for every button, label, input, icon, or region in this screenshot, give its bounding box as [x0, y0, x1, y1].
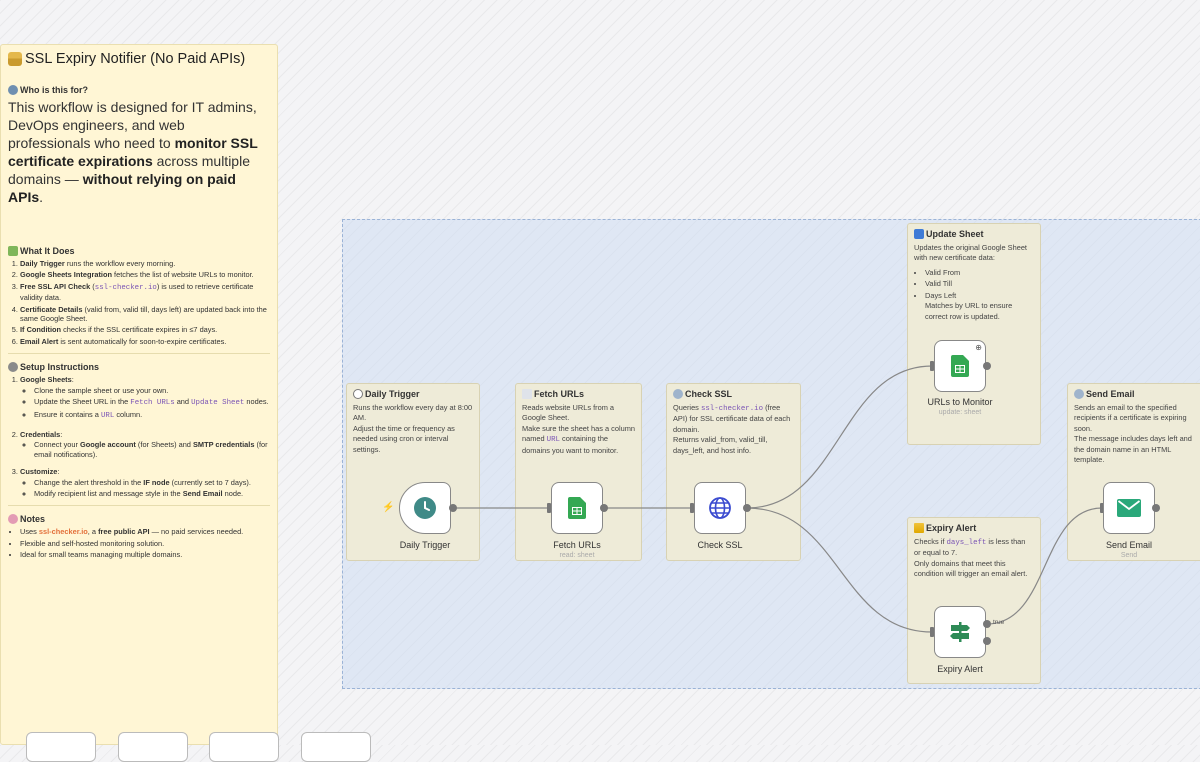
user-icon [8, 85, 18, 95]
ssl-checker-link[interactable]: ssl-checker.io [38, 527, 88, 537]
setup-item: Credentials: Connect your Google account… [20, 430, 270, 459]
note-text: Sends an email to the specified recipien… [1074, 402, 1192, 465]
send-email-node[interactable] [1103, 482, 1155, 534]
divider [8, 505, 270, 507]
main-note-title: SSL Expiry Notifier (No Paid APIs) [8, 51, 270, 67]
send-email-input-port[interactable] [1100, 503, 1104, 513]
urls-to-monitor-label: URLs to Monitor [927, 397, 993, 407]
brain-icon [8, 514, 18, 525]
check-ssl-node[interactable] [694, 482, 746, 534]
setup-subitem: Modify recipient list and message style … [34, 489, 270, 498]
magnifier-icon [673, 389, 683, 400]
what-item: If Condition checks if the SSL certifica… [20, 325, 270, 334]
note-text: Runs the workflow every day at 8:00 AM. … [353, 402, 473, 454]
what-item: Google Sheets Integration fetches the li… [20, 270, 270, 279]
note-check-ssl[interactable]: Check SSL Queries ssl-checker.io (free A… [666, 383, 801, 561]
urls-to-monitor-node[interactable]: ⊕ [934, 340, 986, 392]
intro-paragraph: This workflow is designed for IT admins,… [8, 99, 258, 205]
check-ssl-output-port[interactable] [743, 504, 751, 512]
clock-icon [353, 389, 363, 400]
note-list-item: Days Left [925, 291, 1034, 302]
globe-icon [709, 497, 731, 519]
setup-heading: Setup Instructions [8, 362, 270, 373]
setup-subitem: Clone the sample sheet or use your own. [34, 386, 270, 395]
clock-icon [414, 497, 436, 519]
note-text: Reads website URLs from a Google Sheet. … [522, 402, 635, 455]
fetch-urls-input-port[interactable] [547, 503, 551, 513]
notes-item: Uses ssl-checker.io, a free public API —… [20, 527, 270, 536]
true-branch-label: true [993, 619, 1005, 626]
main-sticky-note[interactable]: SSL Expiry Notifier (No Paid APIs) Who i… [0, 44, 278, 745]
note-fetch-urls[interactable]: Fetch URLs Reads website URLs from a Goo… [515, 383, 642, 561]
notes-item: Ideal for small teams managing multiple … [20, 550, 270, 559]
note-list: Valid From Valid Till Days Left [914, 268, 1034, 302]
what-list: Daily Trigger runs the workflow every mo… [8, 259, 270, 346]
page-icon [522, 389, 532, 400]
note-expiry-alert[interactable]: Expiry Alert Checks if days_left is less… [907, 517, 1041, 684]
daily-trigger-output-port[interactable] [449, 504, 457, 512]
target-icon: ⊕ [975, 343, 982, 352]
setup-item: Customize: Change the alert threshold in… [20, 467, 270, 498]
note-update-sheet[interactable]: Update Sheet Updates the original Google… [907, 223, 1041, 445]
expiry-alert-false-port[interactable] [983, 637, 991, 645]
toolbar-button-3[interactable] [209, 732, 279, 762]
toolbar-button-4[interactable] [301, 732, 371, 762]
email-icon [1074, 389, 1084, 400]
what-item: Certificate Details (valid from, valid t… [20, 305, 270, 324]
refresh-icon [914, 229, 924, 240]
notes-item: Flexible and self-hosted monitoring solu… [20, 539, 270, 548]
notes-heading: Notes [8, 514, 270, 525]
expiry-alert-label: Expiry Alert [937, 664, 983, 674]
what-item: Free SSL API Check (ssl-checker.io) is u… [20, 282, 270, 303]
signpost-icon [950, 622, 970, 642]
what-item: Email Alert is sent automatically for so… [20, 337, 270, 346]
fetch-urls-label: Fetch URLs [553, 540, 601, 550]
daily-trigger-label: Daily Trigger [399, 540, 451, 550]
expiry-alert-true-port[interactable] [983, 620, 991, 628]
setup-item: Google Sheets: Clone the sample sheet or… [20, 375, 270, 422]
divider [8, 353, 270, 355]
fetch-urls-output-port[interactable] [600, 504, 608, 512]
what-heading: What It Does [8, 246, 270, 256]
setup-subitem: Update the Sheet URL in the Fetch URLs a… [34, 397, 270, 408]
toolbar-button-2[interactable] [118, 732, 188, 762]
notes-list: Uses ssl-checker.io, a free public API —… [8, 527, 270, 559]
who-heading: Who is this for? [8, 85, 270, 95]
note-text: Matches by URL to ensure correct row is … [925, 301, 1013, 321]
expiry-alert-node[interactable] [934, 606, 986, 658]
note-list-item: Valid From [925, 268, 1034, 279]
lock-icon [8, 52, 22, 66]
setup-subitem: Connect your Google account (for Sheets)… [34, 440, 270, 459]
money-icon [8, 246, 18, 256]
note-send-email[interactable]: Send Email Sends an email to the specifi… [1067, 383, 1200, 561]
toolbar-button-1[interactable] [26, 732, 96, 762]
what-item: Daily Trigger runs the workflow every mo… [20, 259, 270, 268]
expiry-alert-input-port[interactable] [930, 627, 934, 637]
sheets-icon [568, 497, 586, 519]
setup-subitem: Change the alert threshold in the IF nod… [34, 478, 270, 487]
email-icon [1117, 499, 1141, 517]
daily-trigger-node[interactable] [399, 482, 451, 534]
sheets-icon [951, 355, 969, 377]
note-text: Queries ssl-checker.io (free API) for SS… [673, 402, 791, 455]
update-sheet-input-port[interactable] [930, 361, 934, 371]
send-email-label: Send Email [1105, 540, 1153, 550]
note-text: Checks if days_left is less than or equa… [914, 536, 1028, 579]
fetch-urls-node[interactable] [551, 482, 603, 534]
send-email-output-port[interactable] [1152, 504, 1160, 512]
fetch-urls-subtitle: read: sheet [559, 552, 595, 559]
lightning-icon: ⚡ [382, 502, 395, 513]
gear-icon [8, 362, 18, 373]
urls-to-monitor-subtitle: update: sheet [938, 409, 982, 416]
setup-subitem: Ensure it contains a URL column. [34, 410, 270, 421]
warning-icon [914, 523, 924, 534]
check-ssl-input-port[interactable] [690, 503, 694, 513]
send-email-subtitle: Send [1120, 552, 1138, 559]
setup-list: Google Sheets: Clone the sample sheet or… [8, 375, 270, 498]
note-daily-trigger[interactable]: Daily Trigger Runs the workflow every da… [346, 383, 480, 561]
check-ssl-label: Check SSL [697, 540, 743, 550]
note-text: Updates the original Google Sheet with n… [914, 242, 1027, 263]
note-list-item: Valid Till [925, 279, 1034, 290]
update-sheet-output-port[interactable] [983, 362, 991, 370]
